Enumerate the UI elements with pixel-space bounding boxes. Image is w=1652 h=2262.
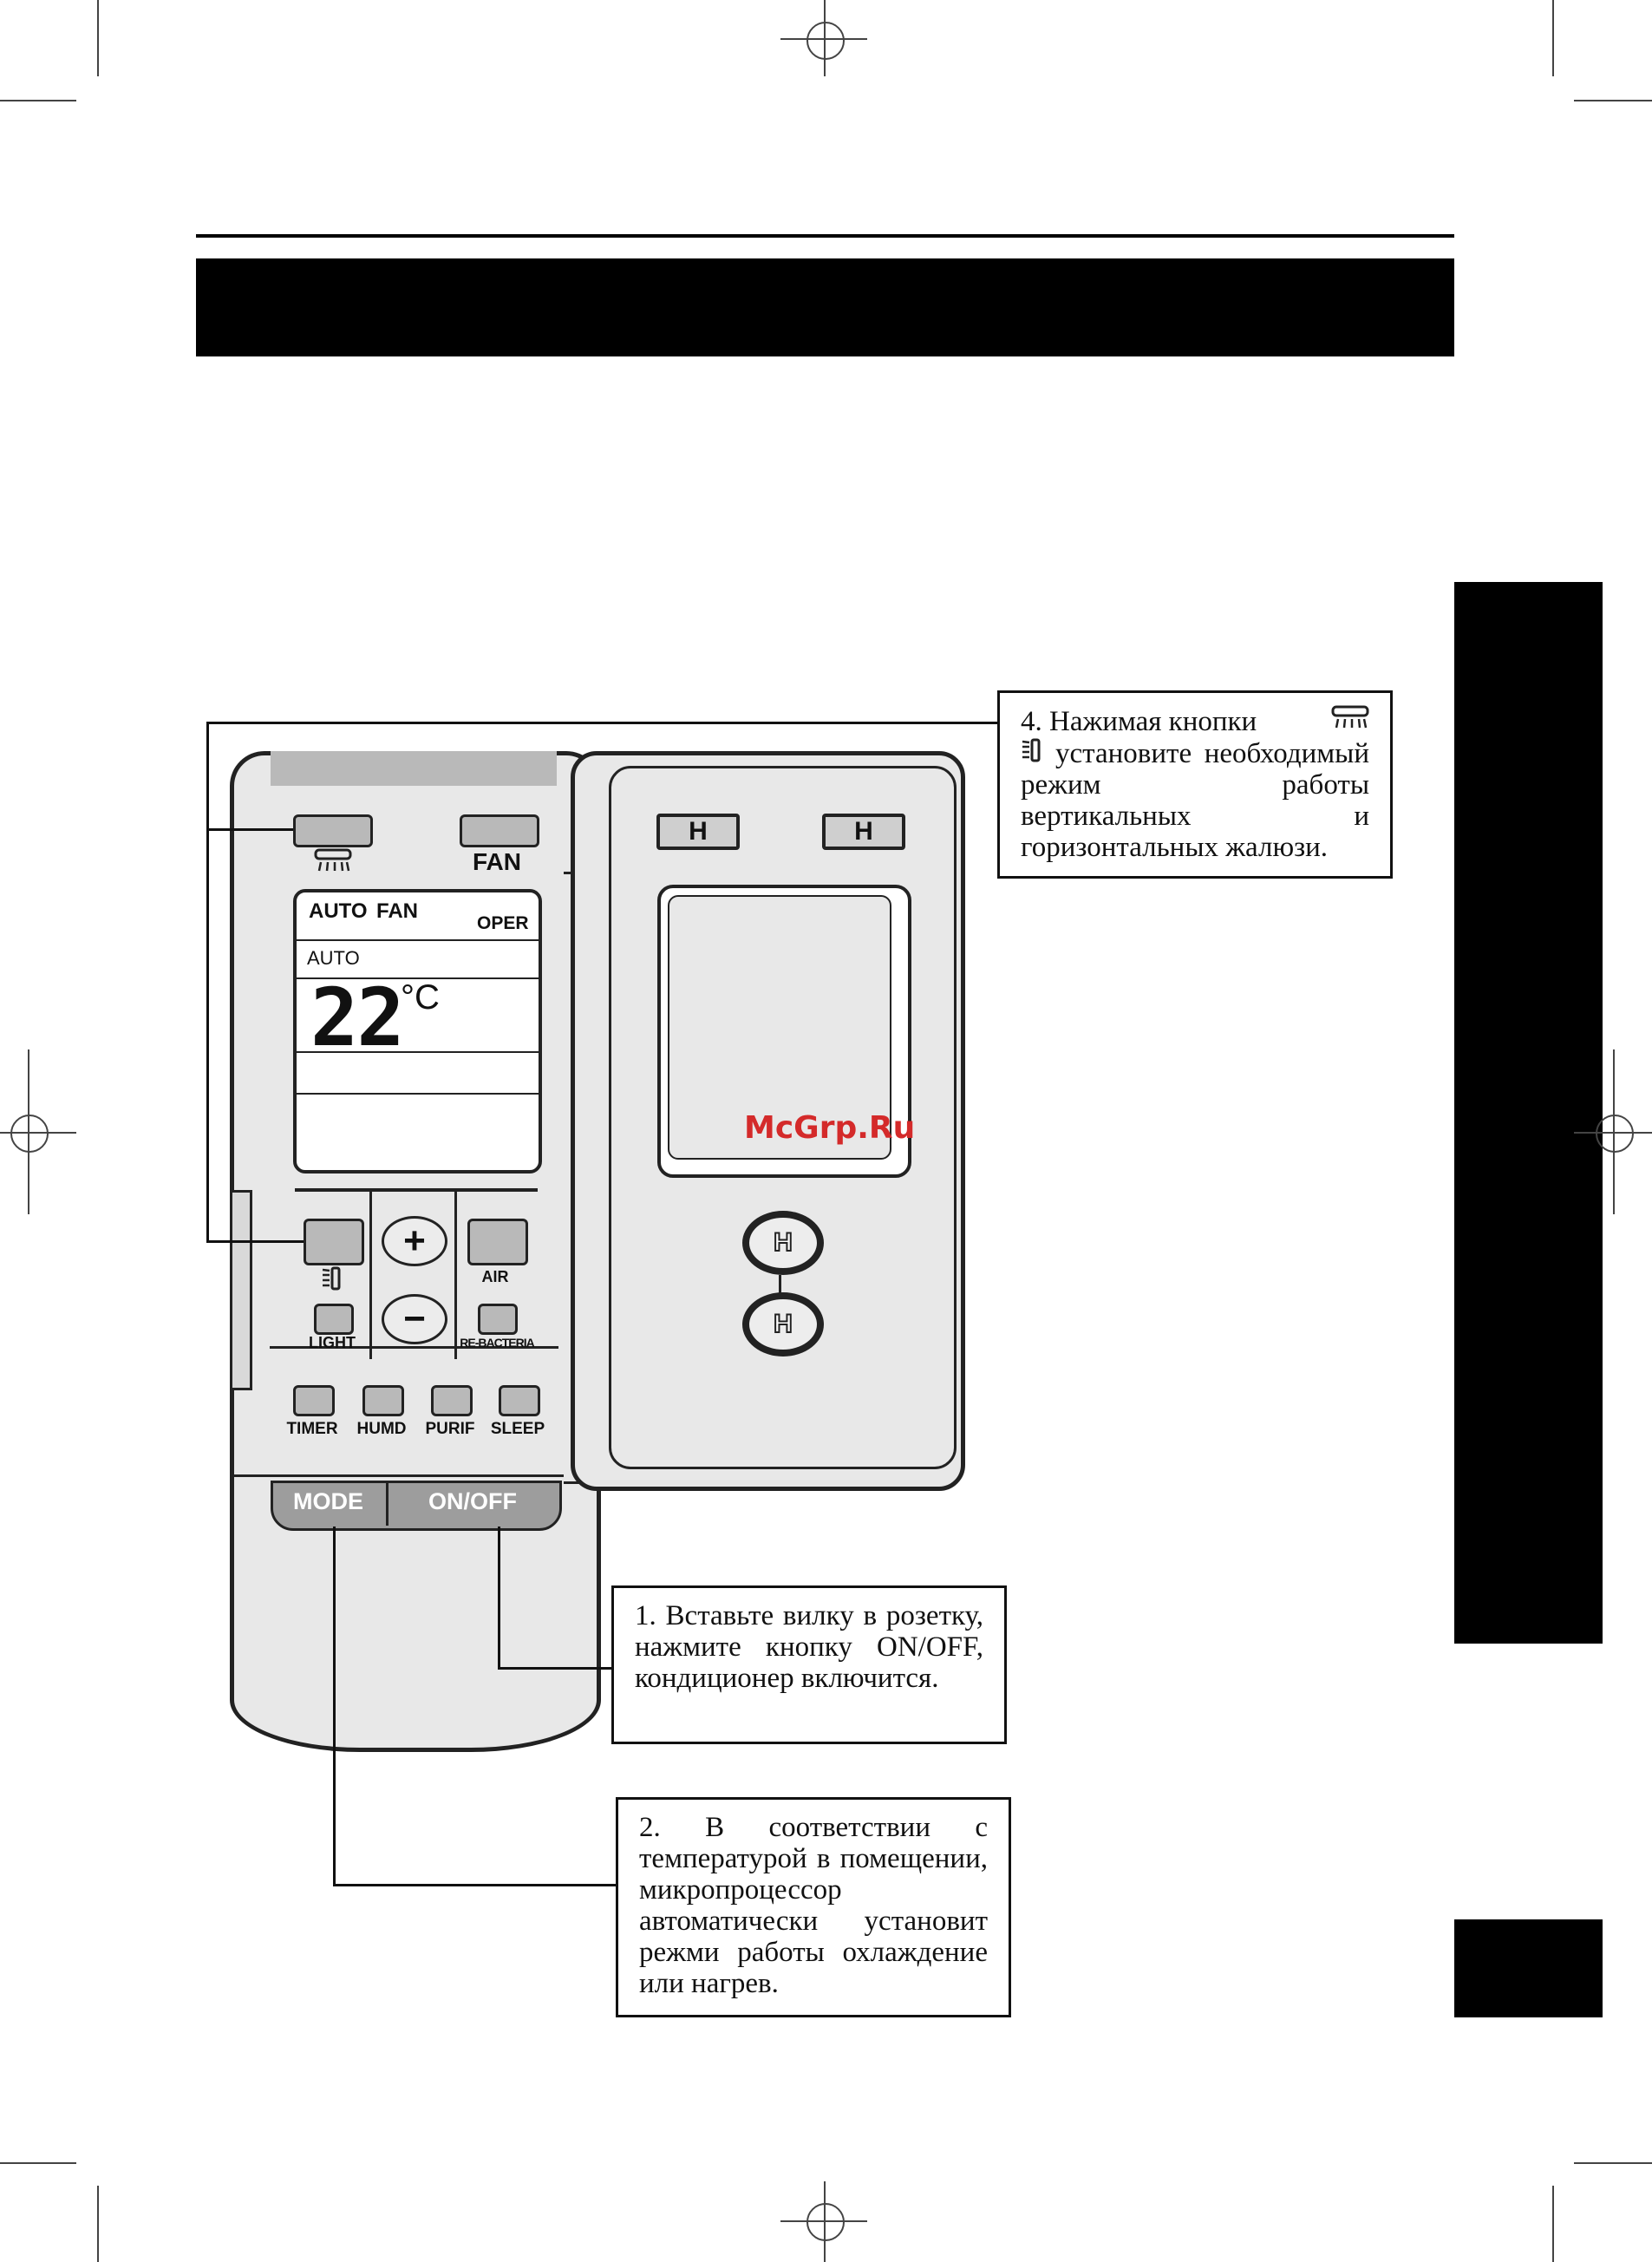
vertical-louver-icon — [1021, 738, 1055, 769]
air-label: AIR — [481, 1268, 509, 1285]
sleep-button[interactable] — [499, 1385, 540, 1416]
lcd-fan: FAN — [376, 899, 418, 923]
crop-mark — [780, 38, 867, 40]
leader-line-4 — [206, 828, 293, 831]
cover-ring-upper: H — [742, 1211, 824, 1275]
mode-onoff-bar — [271, 1481, 562, 1531]
lcd-oper: OPER — [477, 913, 529, 933]
leader-line-4 — [206, 722, 997, 724]
crop-mark — [0, 100, 76, 101]
purif-label: PURIF — [425, 1420, 475, 1438]
lcd-fan-speed: AUTO — [307, 947, 360, 969]
horizontal-louver-icon — [1331, 705, 1369, 738]
timer-button[interactable] — [293, 1385, 335, 1416]
leader-line-2 — [333, 1884, 617, 1886]
registration-mark — [1596, 1115, 1634, 1153]
purif-button[interactable] — [431, 1385, 473, 1416]
cover-ring-lower: H — [742, 1292, 824, 1357]
horizontal-louver-icon — [314, 848, 352, 874]
step2-text: 2. В соответствии с температурой в помещ… — [639, 1812, 988, 1999]
crop-mark — [28, 1049, 29, 1214]
lcd-divider — [297, 977, 539, 979]
cover-hinge-left: H — [656, 814, 740, 850]
rebacteria-label: RE-BACTERIA — [460, 1336, 534, 1350]
crop-mark — [0, 2162, 76, 2164]
registration-mark — [806, 22, 845, 60]
watermark: McGrp.Ru — [744, 1110, 916, 1146]
leader-line-1 — [498, 1527, 500, 1670]
cover-window-inner — [668, 895, 891, 1160]
callout-step1: 1. Вставьте вилку в розетку, нажмите кно… — [611, 1585, 1007, 1744]
timer-label: TIMER — [286, 1420, 338, 1438]
leader-line-4 — [206, 1240, 304, 1243]
remote-side-edge — [230, 1190, 252, 1390]
side-tab — [1454, 582, 1603, 1644]
lcd-divider — [297, 939, 539, 941]
crop-mark — [97, 2186, 99, 2262]
lcd-unit: °C — [401, 978, 440, 1017]
step4-text-b: установите необходимый режим работы верт… — [1021, 738, 1369, 863]
crop-mark — [1574, 2162, 1652, 2164]
lcd-mode: AUTO — [309, 899, 368, 923]
leader-line-4 — [206, 722, 209, 1242]
lcd-display — [293, 889, 542, 1173]
light-button[interactable] — [314, 1304, 354, 1335]
leader-line-2 — [333, 1527, 336, 1886]
step1-text: 1. Вставьте вилку в розетку, нажмите кно… — [635, 1600, 983, 1694]
humd-label: HUMD — [356, 1420, 407, 1438]
callout-step2: 2. В соответствии с температурой в помещ… — [616, 1797, 1011, 2017]
step4-text-a: 4. Нажимая кнопки — [1021, 706, 1257, 737]
swing-horizontal-button[interactable] — [304, 1219, 364, 1265]
crop-mark — [0, 1132, 76, 1134]
temp-up-button[interactable]: + — [382, 1216, 447, 1266]
page-number-tab — [1454, 1919, 1603, 2017]
header-rule — [196, 234, 1454, 238]
remote-cover-edge — [232, 1474, 593, 1477]
mode-button[interactable]: MODE — [293, 1488, 363, 1514]
keypad-divider — [369, 1190, 372, 1359]
rebacteria-button[interactable] — [478, 1304, 518, 1335]
crop-mark — [97, 0, 99, 76]
remote-top-panel — [271, 751, 557, 786]
sleep-label: SLEEP — [490, 1420, 545, 1438]
keypad-rule — [295, 1188, 538, 1192]
lcd-temperature: 22 — [310, 971, 405, 1064]
air-button[interactable] — [467, 1219, 528, 1265]
title-bar — [196, 258, 1454, 356]
lcd-divider — [297, 1051, 539, 1053]
cover-hinge-right: H — [822, 814, 905, 850]
callout-step4: 4. Нажимая кнопки установите необходимый… — [997, 690, 1393, 879]
cover-ring-link — [779, 1275, 781, 1296]
mode-onoff-divider — [386, 1481, 389, 1526]
crop-mark — [1552, 2186, 1554, 2262]
registration-mark — [10, 1115, 49, 1153]
vertical-louver-icon — [321, 1266, 342, 1291]
keypad-lower-frame — [270, 1346, 558, 1479]
registration-mark — [806, 2203, 845, 2241]
onoff-button[interactable]: ON/OFF — [428, 1488, 517, 1514]
humd-button[interactable] — [362, 1385, 404, 1416]
fan-button[interactable] — [460, 814, 539, 847]
lcd-divider — [297, 1093, 539, 1095]
temp-down-button[interactable]: − — [382, 1294, 447, 1344]
swing-vertical-button[interactable] — [293, 814, 373, 847]
keypad-divider — [454, 1190, 457, 1359]
fan-button-label: FAN — [473, 848, 521, 875]
crop-mark — [1552, 0, 1554, 76]
leader-line-1 — [498, 1667, 613, 1670]
crop-mark — [780, 2220, 867, 2222]
crop-mark — [1613, 1049, 1615, 1214]
light-label: LIGHT — [309, 1334, 356, 1351]
crop-mark — [1574, 100, 1652, 101]
